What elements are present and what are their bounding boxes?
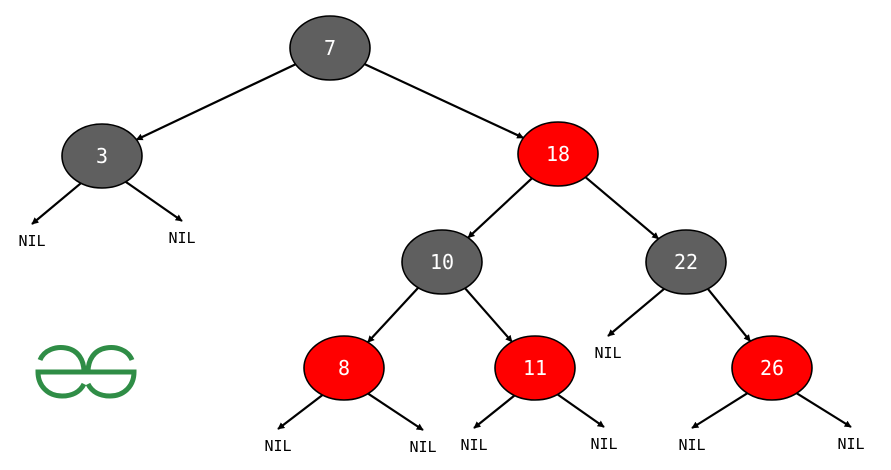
edge-n26-to-nil-26-right bbox=[796, 392, 852, 428]
node-circle-11 bbox=[494, 335, 576, 401]
edge-n8-to-nil-8-right bbox=[367, 392, 424, 431]
node-label-7: 7 bbox=[324, 36, 336, 60]
edge-n3-to-nil-3-right bbox=[125, 180, 183, 222]
nil-26-left: NIL bbox=[678, 436, 705, 454]
edge-n7-to-n18 bbox=[364, 63, 525, 139]
node-label-26: 26 bbox=[760, 356, 784, 380]
node-label-3: 3 bbox=[96, 144, 108, 168]
node-26: 26 bbox=[731, 335, 813, 401]
nil-3-right: NIL bbox=[168, 229, 195, 247]
logo-strokes bbox=[35, 345, 137, 399]
node-label-10: 10 bbox=[430, 250, 454, 274]
node-10: 10 bbox=[401, 229, 483, 295]
node-11: 11 bbox=[494, 335, 576, 401]
edge-n8-to-nil-8-left bbox=[277, 394, 324, 430]
node-22: 22 bbox=[645, 229, 727, 295]
edge-n22-to-nil-22-left bbox=[607, 287, 665, 337]
node-3: 3 bbox=[61, 123, 143, 189]
node-circle-3 bbox=[61, 123, 143, 189]
edge-n18-to-n10 bbox=[467, 177, 533, 239]
edges bbox=[31, 63, 852, 431]
node-circle-22 bbox=[645, 229, 727, 295]
nil-26-right: NIL bbox=[837, 435, 864, 453]
node-circle-8 bbox=[303, 335, 385, 401]
geeksforgeeks-logo-icon bbox=[35, 345, 137, 399]
node-circle-7 bbox=[289, 15, 371, 81]
edge-n10-to-n8 bbox=[366, 286, 420, 344]
node-8: 8 bbox=[303, 335, 385, 401]
tree-nodes: 7 3 18 10 22 8 11 26 bbox=[61, 15, 813, 401]
edge-n26-to-nil-26-left bbox=[691, 392, 748, 429]
nil-22-left: NIL bbox=[594, 344, 621, 362]
edge-n11-to-nil-11-right bbox=[556, 393, 605, 428]
nil-8-left: NIL bbox=[264, 437, 291, 455]
nil-11-left: NIL bbox=[460, 436, 487, 454]
node-7: 7 bbox=[289, 15, 371, 81]
edge-n10-to-n11 bbox=[464, 287, 513, 343]
node-circle-10 bbox=[401, 229, 483, 295]
edge-n11-to-nil-11-left bbox=[473, 394, 516, 429]
edge-n3-to-nil-3-left bbox=[31, 182, 82, 225]
node-label-22: 22 bbox=[674, 250, 698, 274]
edge-n18-to-n22 bbox=[584, 176, 660, 240]
node-label-18: 18 bbox=[546, 142, 570, 166]
nil-11-right: NIL bbox=[590, 435, 617, 453]
node-label-8: 8 bbox=[338, 356, 350, 380]
nil-leaves: NIL NIL NIL NIL NIL NIL NIL NIL NIL bbox=[18, 229, 864, 456]
edge-n22-to-n26 bbox=[706, 288, 752, 342]
node-circle-26 bbox=[731, 335, 813, 401]
edge-n7-to-n3 bbox=[135, 63, 297, 141]
node-label-11: 11 bbox=[523, 356, 547, 380]
node-circle-18 bbox=[517, 121, 599, 187]
nil-3-left: NIL bbox=[18, 232, 45, 250]
nil-8-right: NIL bbox=[409, 438, 436, 456]
node-18: 18 bbox=[517, 121, 599, 187]
